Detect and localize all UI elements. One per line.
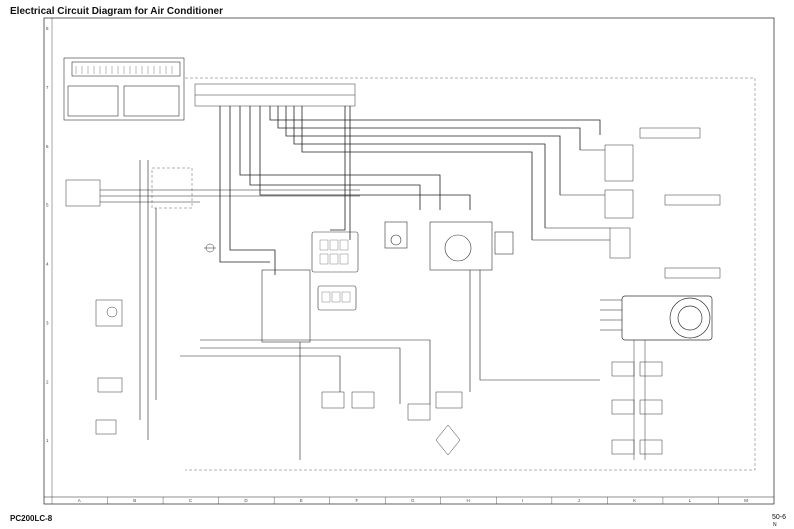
row-label: 8 xyxy=(46,26,49,31)
column-label: J xyxy=(578,498,580,503)
row-label: 1 xyxy=(46,438,49,443)
center-fuse-block xyxy=(261,231,359,343)
row-label: 7 xyxy=(46,85,49,90)
main-harness-wires xyxy=(219,106,601,275)
column-label: E xyxy=(300,498,303,503)
left-bus-wires xyxy=(100,160,360,440)
left-components xyxy=(65,179,216,435)
right-connector-stacks xyxy=(604,127,721,279)
row-label: 5 xyxy=(46,203,49,208)
column-label: C xyxy=(189,498,193,503)
blower-units xyxy=(384,221,514,271)
column-label: G xyxy=(411,498,415,503)
page-number: 50-6 xyxy=(772,514,787,521)
lower-relays xyxy=(321,391,463,456)
row-label: 3 xyxy=(46,320,49,325)
column-label: M xyxy=(744,498,748,503)
right-actuator-motor xyxy=(621,295,713,341)
harness-boundary xyxy=(151,77,756,471)
drawing-frame xyxy=(43,17,775,505)
controller-pins xyxy=(75,66,173,74)
column-label: F xyxy=(355,498,358,503)
model-number: PC200LC-8 xyxy=(10,514,53,523)
top-connector-row xyxy=(194,83,356,107)
column-label: L xyxy=(689,498,692,503)
column-label: D xyxy=(244,498,248,503)
column-label: H xyxy=(467,498,470,503)
column-label: I xyxy=(522,498,523,503)
air-conditioner-controller xyxy=(63,57,185,121)
center-fuse-cells xyxy=(319,239,351,303)
right-feeder-wires xyxy=(532,149,622,331)
row-label: 2 xyxy=(46,379,49,384)
side-mark: N xyxy=(773,522,777,528)
row-label: 6 xyxy=(46,144,49,149)
row-labels: 8 7 6 5 4 3 2 1 xyxy=(46,26,49,443)
lower-wires xyxy=(180,270,600,460)
column-label: K xyxy=(633,498,636,503)
column-label: B xyxy=(133,498,136,503)
column-labels: A B C D E F G H I J K L M xyxy=(51,497,748,504)
page-title: Electrical Circuit Diagram for Air Condi… xyxy=(10,6,224,17)
lower-right-sensors xyxy=(611,340,663,460)
column-label: A xyxy=(78,498,81,503)
row-label: 4 xyxy=(46,262,49,267)
